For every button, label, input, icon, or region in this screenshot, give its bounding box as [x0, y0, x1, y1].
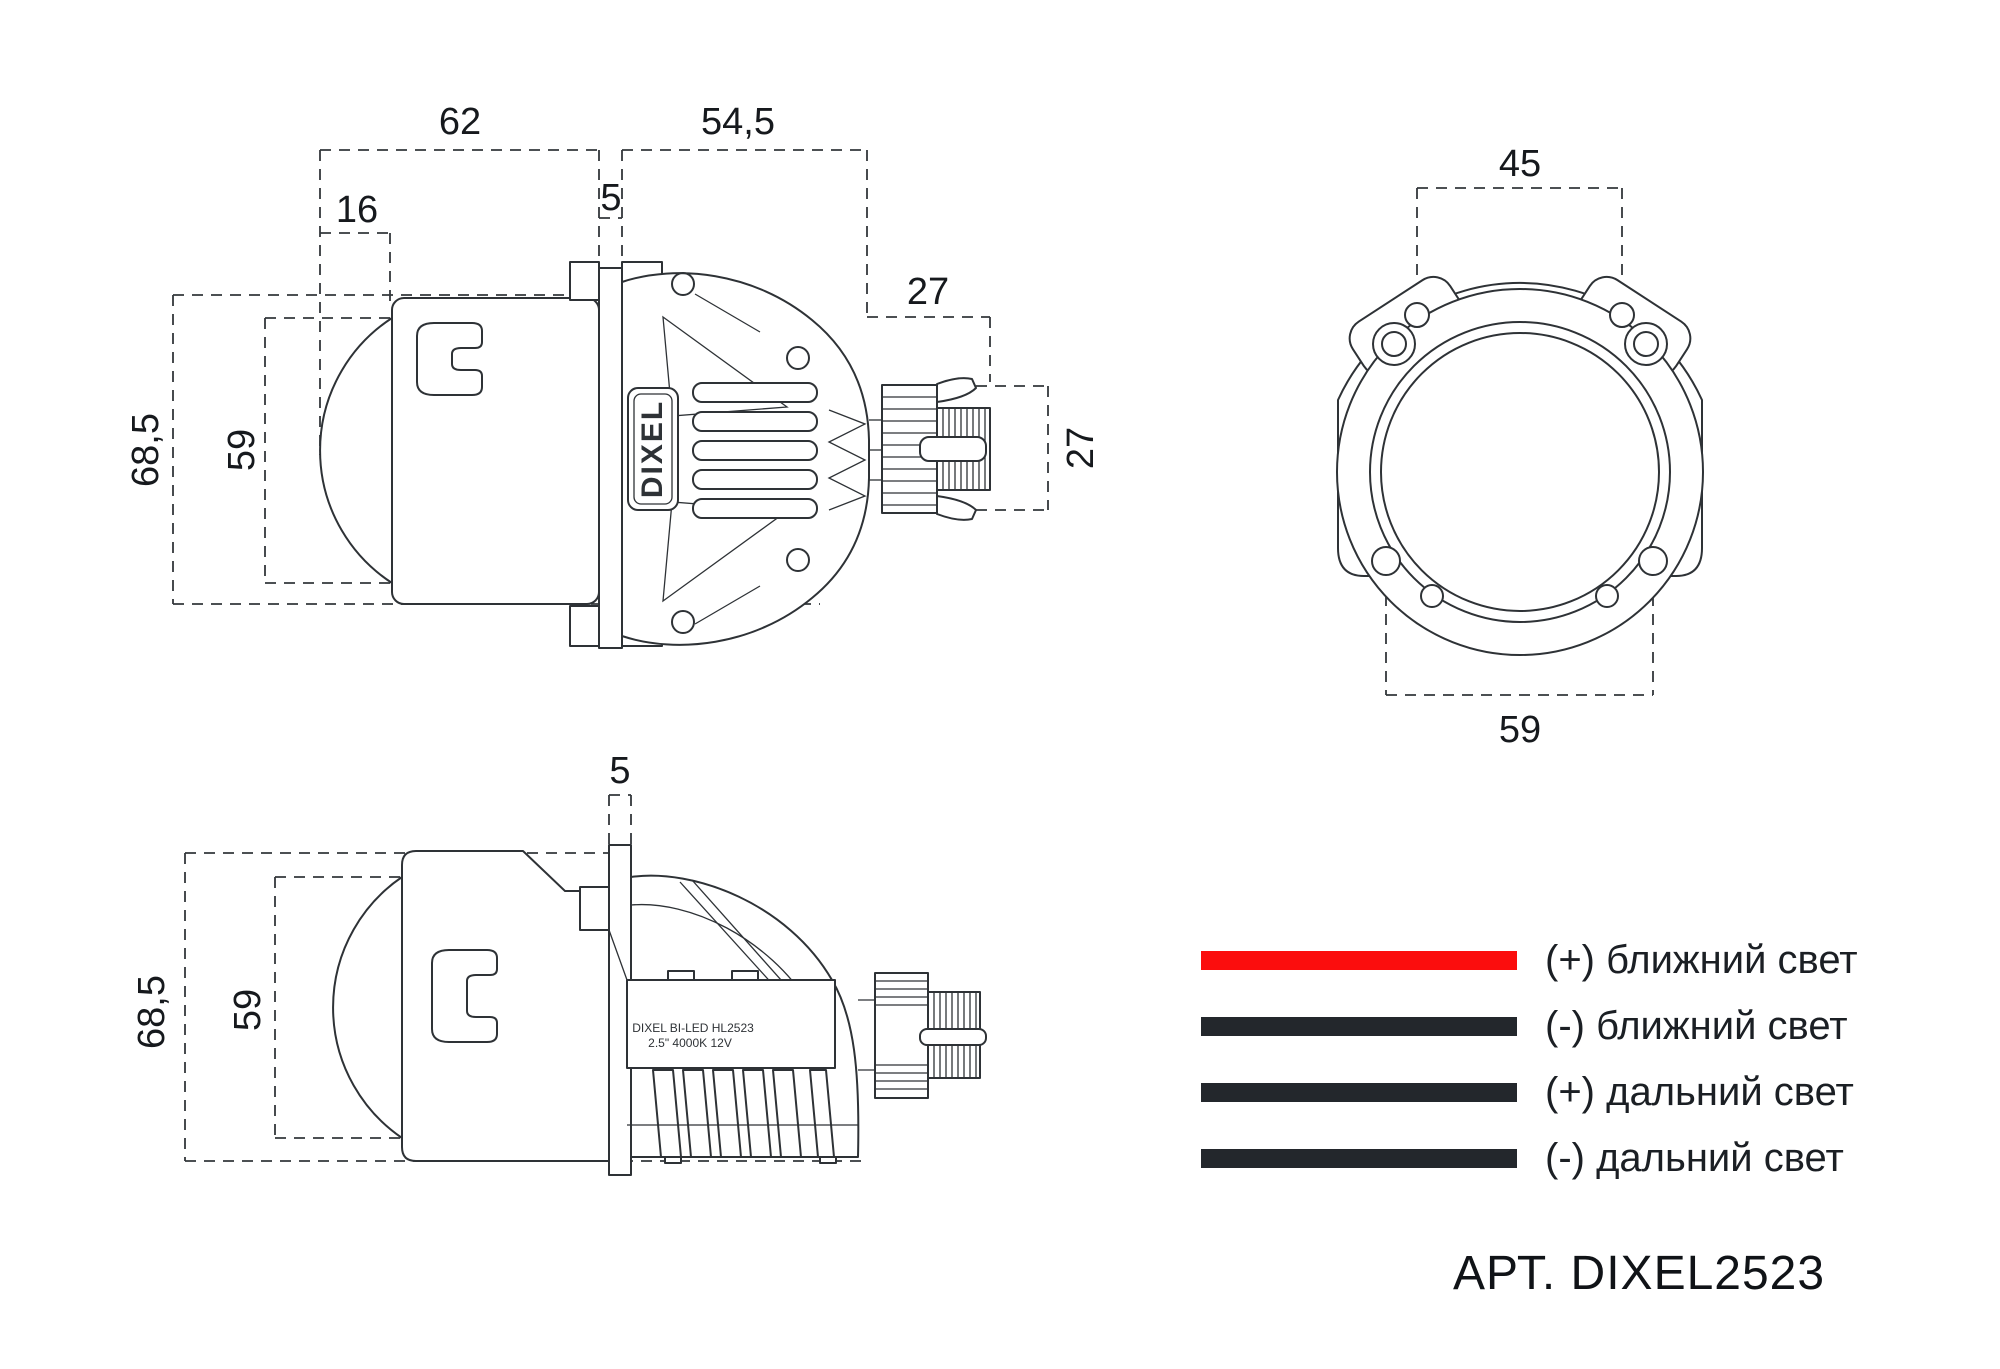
legend-label: (+) дальний свет [1545, 1069, 1854, 1114]
cooling-fins [692, 382, 818, 519]
bracket-tab [569, 605, 600, 647]
bottom-view-drawing: DIXEL BI-LED HL2523 2.5" 4000K 12V [131, 750, 987, 1176]
dim-lens-protrusion: 16 [336, 189, 378, 231]
bezel-outer-ring [1336, 288, 1704, 656]
dim-lower-hole-spacing: 59 [1499, 709, 1541, 751]
legend-label: (+) ближний свет [1545, 937, 1858, 982]
connector-clip [919, 436, 987, 462]
legend-item: (+) дальний свет [1201, 1059, 1858, 1125]
cooling-fins [627, 1069, 858, 1164]
product-label-line2: 2.5" 4000K 12V [648, 1036, 732, 1050]
bracket-tab [579, 886, 610, 931]
connector [858, 972, 987, 1099]
dim-lens-diameter: 59 [227, 989, 269, 1031]
screw-bosses [671, 272, 810, 634]
bezel-inner-ring [1369, 321, 1671, 623]
legend-label: (-) дальний свет [1545, 1135, 1844, 1180]
legend-item: (-) дальний свет [1201, 1125, 1858, 1191]
dim-bracket-thickness: 5 [600, 177, 621, 219]
wire-swatch-high-beam-plus [1201, 1082, 1517, 1102]
wire-swatch-low-beam-plus [1201, 950, 1517, 970]
dim-overall-width: 62 [439, 101, 481, 143]
connector-lug [936, 377, 977, 403]
front-view-drawing: 45 59 [1336, 143, 1704, 751]
lens-holder-body [391, 297, 600, 605]
lens-front [1380, 332, 1660, 612]
lens-holder-body [401, 850, 610, 1162]
legend-item: (-) ближний свет [1201, 993, 1858, 1059]
bottom-view-dimension-lines [184, 794, 865, 1162]
wiring-legend: (+) ближний свет (-) ближний свет (+) да… [1201, 927, 1858, 1191]
dim-overall-height: 68,5 [131, 975, 173, 1049]
driver-box: DIXEL BI-LED HL2523 2.5" 4000K 12V [608, 929, 836, 1069]
dim-rear-depth: 54,5 [701, 101, 775, 143]
mounting-bracket-plate [598, 267, 623, 649]
dim-overall-height: 68,5 [125, 413, 167, 487]
article-number: АРТ. DIXEL2523 [1453, 1247, 1826, 1300]
connector-clip [919, 1028, 987, 1046]
spring-contacts [827, 409, 867, 511]
legend-label: (-) ближний свет [1545, 1003, 1848, 1048]
legend-item: (+) ближний свет [1201, 927, 1858, 993]
bracket-tab [569, 261, 600, 301]
body-clip-cutout [431, 949, 498, 1043]
dim-bracket-thickness: 5 [609, 750, 630, 792]
side-view-drawing: DIXEL [125, 101, 1100, 649]
dim-connector-length: 27 [907, 271, 949, 313]
connector [881, 377, 991, 521]
product-label-line1: DIXEL BI-LED HL2523 [632, 1021, 754, 1035]
mounting-holes [1371, 302, 1668, 608]
wire-swatch-high-beam-minus [1201, 1148, 1517, 1168]
connector-lug [936, 495, 977, 521]
wire-leads [869, 419, 882, 481]
brand-badge-plate: DIXEL [627, 387, 679, 511]
dim-connector-height: 27 [1060, 427, 1100, 469]
brand-badge: DIXEL [636, 400, 669, 498]
lens-dome [332, 876, 403, 1139]
dim-upper-hole-spacing: 45 [1499, 143, 1541, 185]
dim-lens-diameter: 59 [221, 429, 263, 471]
wire-swatch-low-beam-minus [1201, 1016, 1517, 1036]
body-clip-cutout [416, 322, 483, 396]
lens-dome [319, 317, 393, 584]
